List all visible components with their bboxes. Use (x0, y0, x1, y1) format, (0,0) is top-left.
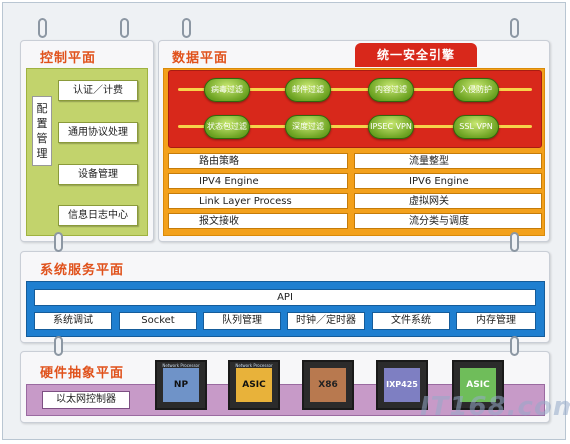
binder-ring-icon (182, 18, 191, 38)
chip-label: X86 (310, 368, 346, 402)
service-item: 系统调试 (34, 312, 112, 330)
binder-ring-icon (120, 18, 129, 38)
control-item: 信息日志中心 (58, 205, 138, 226)
data-function-box: IPV4 Engine (168, 173, 348, 189)
engine-module: 深度过滤 (285, 115, 331, 139)
engine-module: 邮件过滤 (285, 78, 331, 102)
binder-ring-icon (510, 18, 519, 38)
service-item: 时钟／定时器 (287, 312, 365, 330)
chip-x86: X86 (302, 360, 354, 410)
service-item: 内存管理 (456, 312, 536, 330)
data-plane-title: 数据平面 (172, 51, 229, 66)
config-management-label: 配置管理 (32, 96, 52, 166)
service-item: 文件系统 (372, 312, 450, 330)
service-item: 队列管理 (203, 312, 281, 330)
binder-ring-icon (54, 336, 63, 356)
api-bar: API (34, 289, 536, 306)
engine-module: 病毒过滤 (204, 78, 250, 102)
hardware-abstraction-title: 硬件抽象平面 (40, 366, 125, 381)
engine-module: 状态包过滤 (204, 115, 250, 139)
engine-module: 入侵防护 (453, 78, 499, 102)
engine-module: 内容过滤 (368, 78, 414, 102)
watermark-logo: IT168.com (420, 392, 570, 422)
binder-ring-icon (38, 18, 47, 38)
data-function-box: 虚拟网关 (354, 193, 542, 209)
control-item: 设备管理 (58, 164, 138, 185)
chip-label: IXP425 (384, 368, 420, 402)
engine-rail (178, 125, 532, 128)
data-function-box: IPV6 Engine (354, 173, 542, 189)
chip-brand: Network Processor (162, 363, 200, 368)
binder-ring-icon (510, 336, 519, 356)
engine-rail (178, 88, 532, 91)
chip-label: NP (163, 368, 199, 402)
engine-module: SSL VPN (453, 115, 499, 139)
chip-asic: Network Processor ASIC (228, 360, 280, 410)
data-function-box: Link Layer Process (168, 193, 348, 209)
chip-label: ASIC (236, 368, 272, 402)
data-function-box: 流分类与调度 (354, 213, 542, 229)
data-function-box: 流量整型 (354, 153, 542, 169)
control-plane-title: 控制平面 (40, 51, 97, 66)
chip-label: ASIC (460, 368, 496, 402)
binder-ring-icon (510, 232, 519, 252)
security-engine-title: 统一安全引擎 (355, 43, 477, 67)
system-service-title: 系统服务平面 (40, 263, 125, 278)
control-item: 认证／计费 (58, 80, 138, 101)
engine-module: IPSEC VPN (368, 115, 414, 139)
chip-np: Network Processor NP (155, 360, 207, 410)
data-function-box: 报文接收 (168, 213, 348, 229)
chip-brand: Network Processor (235, 363, 273, 368)
ethernet-controller: 以太网控制器 (42, 391, 130, 409)
binder-ring-icon (54, 232, 63, 252)
chip-ixp425: IXP425 (376, 360, 428, 410)
control-item: 通用协议处理 (58, 122, 138, 143)
data-function-box: 路由策略 (168, 153, 348, 169)
chip-asic-2: ASIC (452, 360, 504, 410)
service-item: Socket (119, 312, 197, 330)
